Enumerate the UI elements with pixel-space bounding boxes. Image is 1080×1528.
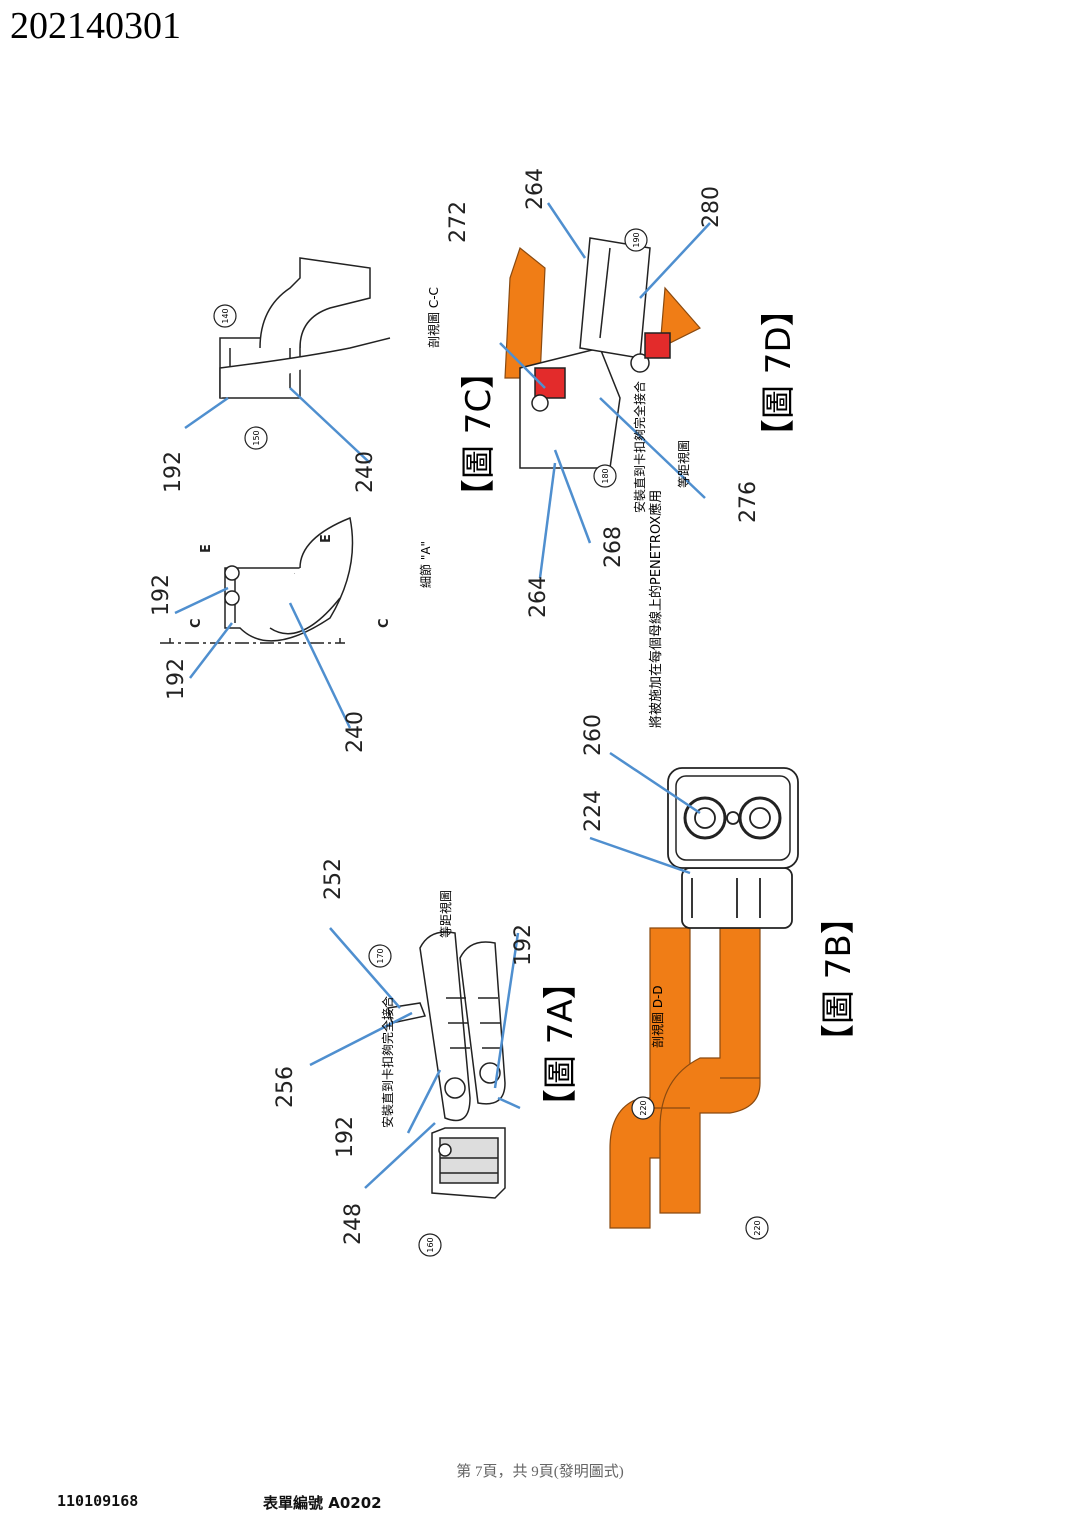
ref-268: 268 — [601, 526, 626, 568]
terminal-lugs — [419, 931, 506, 1122]
section-mark-c1: C — [189, 618, 204, 628]
section-mark-e2: E — [319, 534, 334, 543]
ref-264-7d-first: 264 — [526, 576, 551, 618]
connector-7d — [519, 237, 671, 469]
ref-264-7d-second: 264 — [523, 168, 548, 210]
ref-192-7c-first: 192 — [164, 658, 189, 700]
document-number: 202140301 — [10, 5, 181, 47]
figure-7d-leaders — [499, 202, 711, 579]
section-mark-c2: C — [377, 618, 392, 628]
figure-7c-leaders — [174, 387, 371, 729]
ref-192-7a-first: 192 — [333, 1116, 358, 1158]
ref-272: 272 — [446, 201, 471, 243]
figure-7a-leaders — [309, 927, 521, 1189]
figure-7a-note: 安裝直到卡扣夠完全接合 — [380, 996, 395, 1128]
detail-a-label: 細節 "A" — [418, 541, 433, 588]
figure-7b-note: 將被施加在每個母線上的PENETROX應用 — [648, 490, 664, 728]
svg-text:190: 190 — [632, 232, 641, 247]
svg-text:將被施加在每個母線上的PENETROX應用: 將被施加在每個母線上的PENETROX應用 — [648, 490, 664, 728]
drawing-rotated-frame: 248 256 252 192 192 170 160 安裝直到卡扣夠完全接合 … — [149, 168, 859, 1257]
figure-7d: 264 268 272 276 264 280 180 190 安裝直到卡扣夠完… — [446, 168, 799, 618]
section-mark-e1: E — [199, 544, 214, 553]
connector-224 — [667, 767, 799, 929]
svg-text:160: 160 — [426, 1237, 435, 1252]
ref-280: 280 — [699, 186, 724, 228]
ref-192-7a-second: 192 — [511, 924, 536, 966]
form-number: 表單編號 A0202 — [263, 1494, 382, 1512]
circle-label-140: 140 — [213, 304, 237, 328]
svg-text:140: 140 — [221, 308, 230, 323]
ref-260: 260 — [581, 714, 606, 756]
circle-label-220-second: 220 — [745, 1216, 769, 1240]
ref-248: 248 — [341, 1203, 366, 1245]
figure-7b-caption: 【圖 7B】 — [819, 900, 859, 1058]
svg-text:180: 180 — [601, 468, 610, 483]
figure-7d-note: 安裝直到卡扣夠完全接合 — [632, 381, 647, 513]
circle-label-190: 190 — [624, 228, 648, 252]
ref-252: 252 — [321, 858, 346, 900]
section-cc-drawing — [219, 257, 391, 399]
ref-240-7c-second: 240 — [353, 451, 378, 493]
svg-text:170: 170 — [376, 948, 385, 963]
detail-a-drawing — [160, 516, 354, 644]
ref-240-7c-first: 240 — [343, 711, 368, 753]
ref-224: 224 — [581, 790, 606, 832]
figure-7a: 248 256 252 192 192 170 160 安裝直到卡扣夠完全接合 … — [273, 858, 581, 1257]
figure-7d-view-label: 等距視圖 — [676, 440, 691, 488]
circle-label-170: 170 — [368, 944, 392, 968]
ref-192-7c-third: 192 — [161, 451, 186, 493]
ref-276: 276 — [736, 481, 761, 523]
figure-7c-view-label: 剖視圖 C-C — [426, 287, 441, 348]
figure-7b-view-label: 剖視圖 D-D — [650, 985, 665, 1048]
figure-7b-leaders — [589, 751, 701, 875]
busbars-220 — [609, 927, 761, 1229]
ref-256: 256 — [273, 1066, 298, 1108]
svg-text:150: 150 — [252, 430, 261, 445]
figure-7c-caption: 【圖 7C】 — [459, 355, 499, 513]
circle-label-220-first: 220 — [631, 1096, 655, 1120]
figure-7d-caption: 【圖 7D】 — [759, 292, 799, 453]
figure-7c: E E C C 細節 "A" 192 192 — [149, 257, 499, 753]
application-number: 110109168 — [57, 1492, 139, 1510]
figure-7a-caption: 【圖 7A】 — [541, 965, 581, 1123]
figure-7b: 220 220 224 — [581, 490, 859, 1240]
svg-text:220: 220 — [639, 1100, 648, 1115]
clip-252 — [387, 1002, 427, 1024]
figure-7a-view-label: 等距視圖 — [438, 890, 453, 938]
ref-192-7c-second: 192 — [149, 574, 174, 616]
housing-248 — [431, 1127, 506, 1199]
circle-label-150: 150 — [244, 426, 268, 450]
circle-label-180: 180 — [593, 464, 617, 488]
svg-text:220: 220 — [753, 1220, 762, 1235]
page-info: 第 7頁，共 9頁(發明圖式) — [456, 1464, 624, 1480]
circle-label-160: 160 — [418, 1233, 442, 1257]
